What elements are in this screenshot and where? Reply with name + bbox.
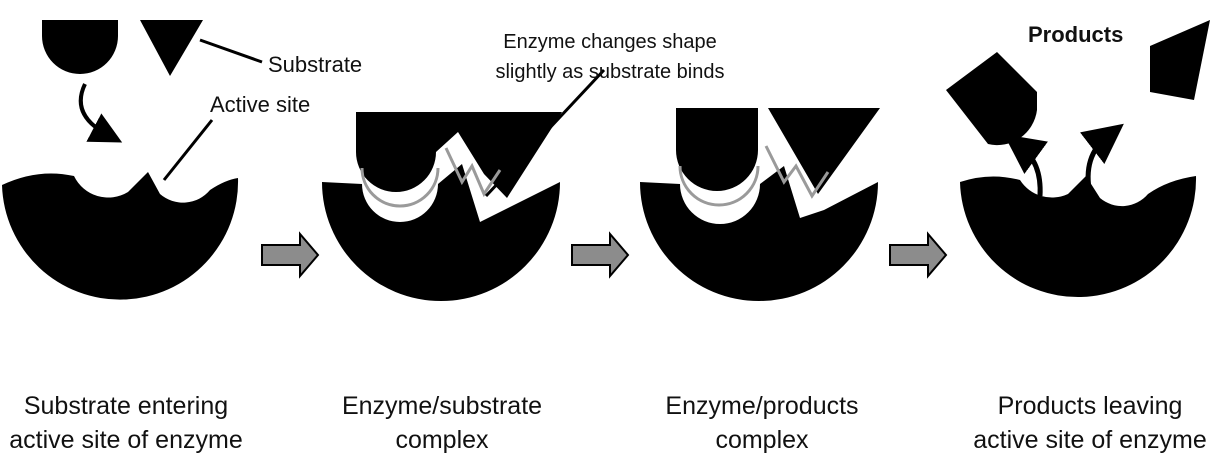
products-label: Products [1028,22,1123,47]
step-2-caption-line2: complex [395,426,489,454]
step-arrow-1 [262,234,318,276]
substrate-molecule [42,20,203,76]
step-arrow-3 [890,234,946,276]
step-arrow-2 [572,234,628,276]
shape-change-label-line1: Enzyme changes shape [503,31,716,53]
active-site-label: Active site [210,92,310,117]
step-4-caption-line1: Products leaving [998,392,1183,420]
step-1-caption-line1: Substrate entering [24,392,228,420]
enzyme-3 [640,166,878,301]
step-3-caption-line1: Enzyme/products [665,392,858,420]
step-3-caption-line2: complex [715,426,809,454]
product-right [1150,20,1210,100]
stage-2-enzyme-substrate-complex [322,112,562,301]
product-left [946,52,1037,145]
substrate-to-enzyme-arrow [81,84,108,135]
enzyme-4 [960,176,1196,297]
enzyme-2 [322,164,560,301]
step-2-caption-line1: Enzyme/substrate [342,392,542,420]
enzyme-1 [2,172,238,300]
substrate-leader-line [200,40,262,62]
stage-4-products-leaving [946,20,1210,297]
shape-change-label-line2: slightly as substrate binds [495,61,724,83]
step-4-caption-line2: active site of enzyme [973,426,1206,454]
active-site-leader-line [164,120,212,180]
step-1-caption-line2: active site of enzyme [9,426,242,454]
substrate-label: Substrate [268,52,362,77]
stage-1-substrate-entering [2,20,238,300]
stage-3-enzyme-products-complex [640,108,880,301]
